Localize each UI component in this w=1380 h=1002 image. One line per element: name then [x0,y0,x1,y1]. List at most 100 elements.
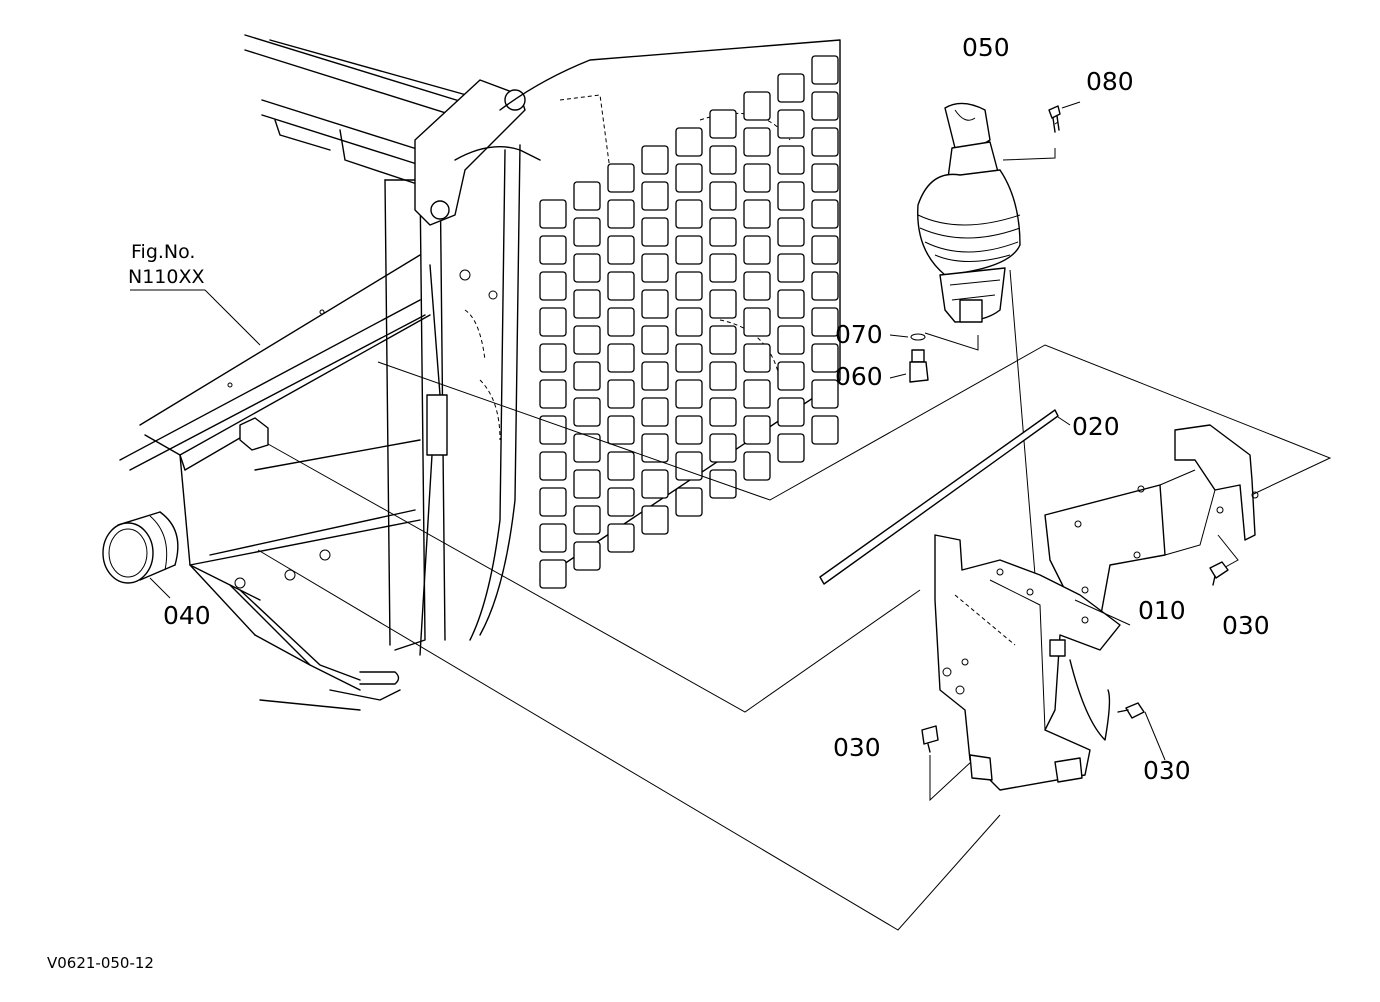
labels: Fig.No. N110XX 050 080 070 060 020 010 0… [47,33,1270,972]
grille-cell [777,145,805,175]
grille-cell [573,469,601,499]
grille-cell [811,91,839,121]
grille-cell [811,307,839,337]
grille-cell [777,217,805,247]
grille-cell [777,397,805,427]
sleeve-part-040 [102,511,179,599]
grille-cell [709,469,737,499]
grille-cell [539,415,567,445]
grille-cell [573,217,601,247]
grille-cell [743,199,771,229]
grille-cell [641,469,669,499]
grille-cell [743,271,771,301]
grille-cell [777,325,805,355]
grille-cell [607,271,635,301]
grille-cell [675,163,703,193]
grille-cell [675,235,703,265]
grille-cell [641,253,669,283]
grille-cell [539,235,567,265]
grille-cell [777,433,805,463]
grille-cell [811,199,839,229]
grille-cell [675,307,703,337]
part-label-030-lower: 030 [1143,756,1191,785]
part-label-080: 080 [1086,67,1134,96]
grille-cell [573,181,601,211]
figure-ref-line1: Fig.No. [131,241,195,263]
rod-part-020 [819,409,1059,585]
part-label-070: 070 [835,320,883,349]
grille-cell [573,325,601,355]
grille-cell [777,361,805,391]
bolt-part-030-lower [1117,702,1166,761]
joystick-part-050 [917,102,1056,576]
grille-panel [454,39,841,641]
grille-cell [573,289,601,319]
grille-cell [607,487,635,517]
part-label-040: 040 [163,601,211,630]
part-label-030-left: 030 [833,733,881,762]
grille-cell [641,181,669,211]
grille-cell [777,253,805,283]
grille-cells [539,55,839,589]
grille-cell [607,379,635,409]
bracket-part-010 [934,424,1259,791]
fitting-part-060-070 [909,332,979,383]
assembly-outline-lines [257,344,1332,931]
grille-cell [573,253,601,283]
grille-cell [641,433,669,463]
grille-cell [573,397,601,427]
grille-cell [607,415,635,445]
grille-cell [743,379,771,409]
grille-cell [811,415,839,445]
grille-cell [573,433,601,463]
grille-cell [709,109,737,139]
grille-cell [641,217,669,247]
part-label-050: 050 [962,33,1010,62]
grille-cell [641,397,669,427]
part-label-030-right: 030 [1222,611,1270,640]
grille-cell [709,325,737,355]
grille-cell [607,235,635,265]
grille-cell [811,235,839,265]
part-label-020: 020 [1072,412,1120,441]
grille-cell [675,379,703,409]
part-label-060: 060 [835,362,883,391]
grille-cell [607,523,635,553]
grille-cell [675,127,703,157]
grille-cell [675,415,703,445]
grille-cell [675,271,703,301]
grille-cell [811,271,839,301]
grille-cell [641,289,669,319]
bolt-part-030-right [1209,561,1229,586]
grille-cell [743,343,771,373]
grille-cell [573,541,601,571]
grille-cell [539,523,567,553]
grille-cell [709,181,737,211]
grille-cell [539,199,567,229]
grille-cell [573,505,601,535]
grille-cell [743,307,771,337]
grille-cell [777,109,805,139]
grille-cell [709,253,737,283]
grille-cell [777,289,805,319]
grille-cell [607,343,635,373]
grille-cell [607,199,635,229]
grille-cell [743,91,771,121]
grille-cell [641,325,669,355]
grille-cell [743,451,771,481]
grille-cell [811,55,839,85]
grille-cell [743,127,771,157]
grille-cell [811,343,839,373]
grille-cell [675,487,703,517]
grille-cell [607,451,635,481]
part-label-010: 010 [1138,596,1186,625]
grille-cell [675,451,703,481]
grille-cell [743,235,771,265]
grille-cell [539,487,567,517]
grille-cell [709,433,737,463]
grille-cell [743,415,771,445]
grille-cell [709,145,737,175]
grille-cell [709,289,737,319]
grille-cell [539,379,567,409]
